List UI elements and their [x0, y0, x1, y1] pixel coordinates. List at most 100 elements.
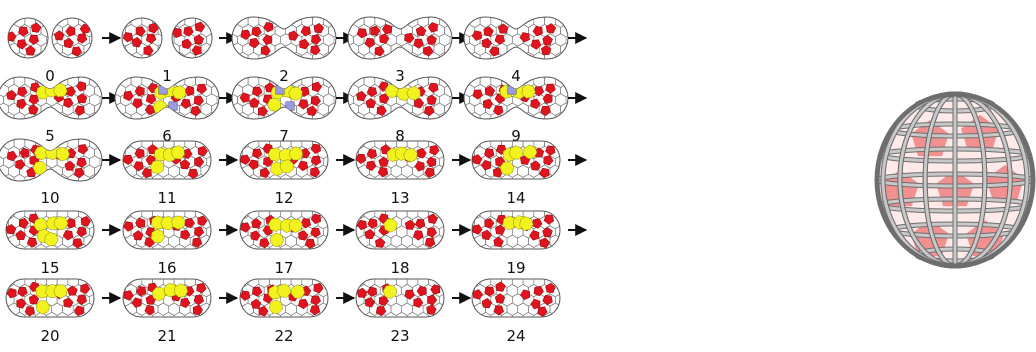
hexagon-face	[475, 198, 486, 210]
pentagon-face	[184, 217, 196, 229]
hexagon-face	[511, 51, 524, 59]
hexagon-face	[254, 266, 265, 278]
hexagon-face	[125, 18, 137, 19]
hexagon-face	[19, 18, 31, 19]
pentagon-face	[533, 86, 545, 97]
pentagon-face	[298, 99, 309, 110]
heptagon-face	[382, 284, 397, 299]
pentagon-face	[77, 144, 89, 155]
pentagon-face	[413, 297, 424, 308]
pentagon-face	[540, 106, 551, 117]
hexagon-face	[506, 17, 519, 19]
hexagon-face	[110, 294, 121, 306]
step-label: 12	[274, 189, 293, 207]
pentagon-face	[183, 26, 194, 37]
hexagon-face	[472, 173, 481, 179]
hexagon-face	[89, 243, 94, 249]
hexagon-face	[322, 141, 328, 150]
hexagon-face	[242, 77, 254, 79]
hexagon-face	[62, 77, 74, 79]
hexagon-face	[379, 17, 392, 19]
highlighted-faces	[7, 144, 89, 179]
hexagon-face	[328, 77, 336, 79]
hexagon-face	[89, 211, 94, 220]
pentagon-face	[252, 86, 263, 97]
pentagon-face	[197, 215, 208, 226]
pentagon-face	[472, 154, 483, 165]
pentagon-face	[24, 306, 35, 317]
hexagon-face	[212, 198, 223, 210]
hexagon-face	[51, 18, 63, 19]
hexagon-face	[95, 266, 106, 278]
hexagon-face	[322, 211, 328, 220]
hexagon-face	[307, 128, 318, 140]
hexagon-face	[84, 266, 95, 278]
pentagon-face	[493, 236, 504, 247]
highlighted-faces	[240, 282, 324, 317]
pentagon-face	[15, 229, 26, 240]
pentagon-face	[131, 297, 142, 308]
hexagon-face	[35, 51, 47, 58]
hexagon-face	[115, 266, 126, 278]
pentagon-face	[191, 45, 202, 56]
pentagon-face	[519, 289, 531, 301]
hexagon-face	[0, 139, 9, 141]
heptagon-face	[279, 159, 294, 174]
hexagon-face	[212, 165, 223, 177]
hexagon-face	[212, 146, 223, 158]
hexagon-face	[45, 51, 58, 58]
pentagon-face	[134, 86, 145, 97]
pentagon-face	[404, 289, 415, 300]
hexagon-face	[423, 198, 434, 210]
pentagon-face	[187, 168, 199, 179]
pentagon-face	[16, 39, 28, 50]
pentagon-face	[426, 156, 437, 168]
pentagon-face	[542, 226, 553, 238]
step-9: 9	[463, 76, 588, 145]
hexagon-face	[459, 275, 470, 287]
pentagon-face	[144, 237, 155, 248]
pentagon-face	[542, 295, 553, 306]
pentagon-face	[8, 31, 17, 42]
highlighted-faces	[472, 214, 555, 248]
step-22: 22	[239, 266, 356, 345]
hexagon-face	[212, 303, 223, 315]
hexagon-face	[343, 207, 354, 219]
pentagon-face	[54, 30, 65, 41]
hexagon-face	[206, 51, 212, 58]
pentagon-face	[498, 23, 509, 34]
hexagon-face	[474, 17, 486, 19]
hexagon-face	[122, 18, 126, 19]
hexagon-face	[29, 139, 42, 141]
hexagon-face	[343, 137, 354, 149]
heptagon-face	[403, 148, 418, 163]
step-24: 24	[459, 266, 561, 345]
pentagon-face	[239, 92, 250, 103]
hexagon-face	[254, 198, 265, 210]
pentagon-face	[260, 167, 271, 179]
hexagon-face	[123, 243, 132, 249]
pentagon-face	[364, 228, 376, 240]
pentagon-face	[180, 98, 191, 110]
pentagon-face	[123, 90, 134, 102]
pentagon-face	[472, 289, 484, 300]
hexagon-face	[412, 77, 424, 79]
pentagon-face	[379, 33, 390, 44]
pentagon-face	[63, 37, 74, 49]
step-10: 10	[0, 138, 122, 207]
hexagon-face	[263, 17, 276, 19]
step-20: 20	[5, 266, 122, 345]
hexagon-face	[94, 77, 102, 79]
hexagon-face	[157, 18, 169, 19]
hexagon-face	[206, 141, 211, 150]
hexagon-face	[95, 303, 106, 315]
hexagon-face	[322, 311, 328, 317]
pentagon-face	[171, 27, 182, 39]
pentagon-face	[184, 85, 195, 97]
hexagon-face	[9, 266, 20, 278]
hexagon-face	[459, 294, 470, 306]
pentagon-face	[309, 305, 321, 316]
pentagon-face	[426, 227, 438, 238]
hexagon-face	[146, 18, 159, 19]
hexagon-face	[550, 266, 561, 278]
